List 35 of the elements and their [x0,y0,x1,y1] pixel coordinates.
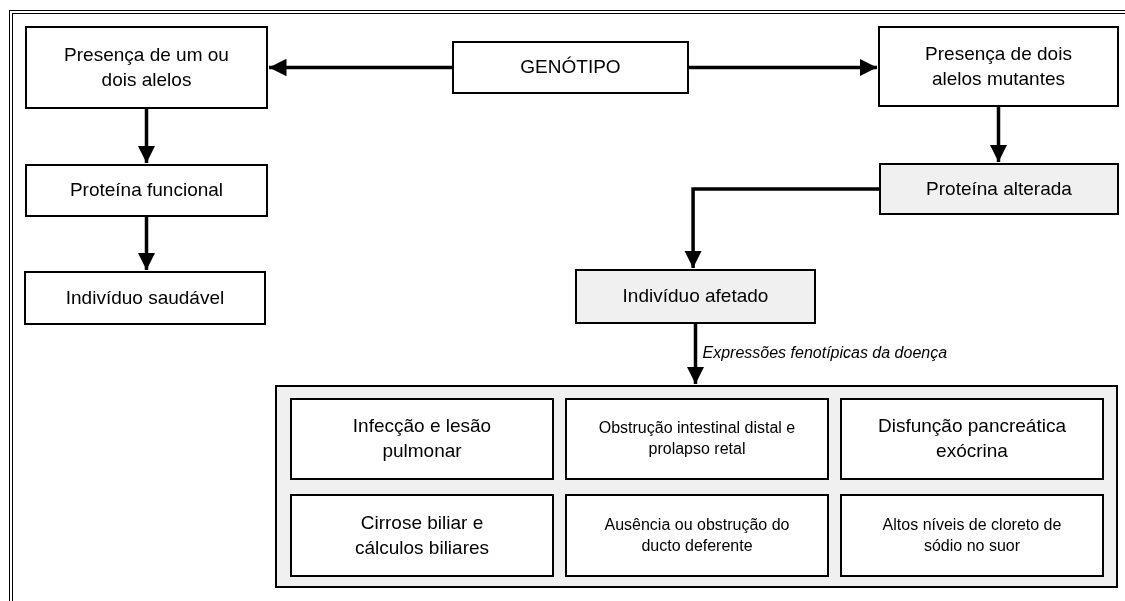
process-box [878,26,1119,107]
arrow [137,217,156,270]
box-text: Indivíduo afetado [622,284,769,309]
box-text: Presença de um ou dois alelos [63,42,230,92]
process-box [565,494,829,577]
box-text: Altos níveis de cloreto de sódio no suor [881,514,1063,556]
box-text: Ausência ou obstrução do ducto deferente [603,514,791,556]
process-box [452,41,689,94]
arrow [686,324,705,384]
process-box [565,398,829,480]
process-box [575,269,816,324]
box-text: Proteína alterada [926,176,1072,201]
arrow [137,109,156,163]
process-box [25,164,268,217]
process-box [25,26,268,109]
box-text: Obstrução intestinal distal e prolapso retal [597,418,797,459]
process-box [290,398,554,480]
process-box [840,398,1104,480]
process-box [290,494,554,577]
box-text: Infecção e lesão pulmonar [351,414,493,463]
process-box [879,163,1119,215]
box-text: GENÓTIPO [520,55,621,80]
box-text: Proteína funcional [69,178,224,203]
group-panel [275,385,1118,588]
arrow [684,187,879,268]
arrow [269,58,452,77]
process-box [24,271,266,325]
arrow [989,107,1008,162]
box-text: Cirrose biliar e cálculos biliares [353,510,491,560]
edge-label: Expressões fenotípicas da doença [700,343,950,362]
arrow [689,58,877,77]
process-box [840,494,1104,577]
box-text: Presença de dois alelos mutantes [924,41,1073,91]
box-text: Disfunção pancreática exócrina [877,414,1067,463]
box-text: Indivíduo saudável [65,285,225,310]
